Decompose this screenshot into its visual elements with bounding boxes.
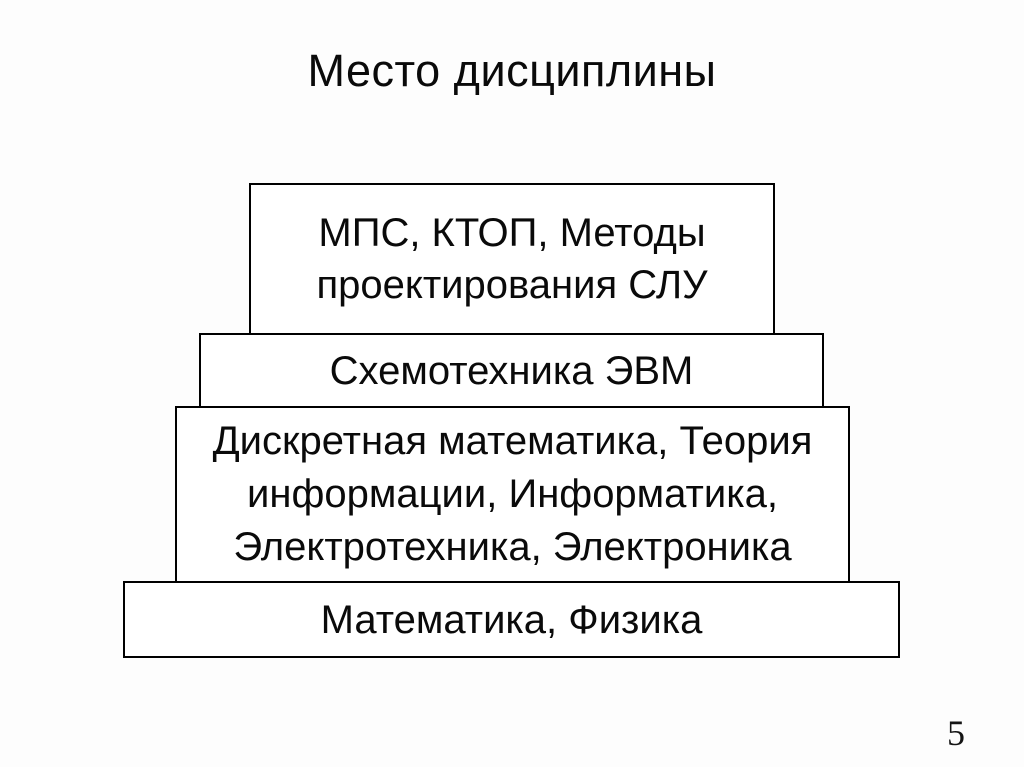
pyramid-box-level-1: МПС, КТОП, Методы проектирования СЛУ: [249, 183, 775, 335]
box-text-line: проектирования СЛУ: [316, 263, 708, 307]
box-text-line: информации, Информатика,: [247, 472, 778, 516]
pyramid-box-level-4: Математика, Физика: [123, 581, 900, 658]
pyramid-box-level-3: Дискретная математика, Теория информации…: [175, 406, 850, 583]
box-text-line: Дискретная математика, Теория: [212, 419, 813, 463]
box-text-line: Электротехника, Электроника: [233, 525, 792, 569]
box-text-line: Математика, Физика: [320, 597, 703, 642]
page-number: 5: [947, 713, 965, 753]
box-text-line: МПС, КТОП, Методы: [318, 211, 706, 255]
pyramid-box-level-2: Схемотехника ЭВМ: [199, 333, 824, 408]
slide-title: Место дисциплины: [307, 45, 717, 96]
box-text-line: Схемотехника ЭВМ: [329, 348, 694, 393]
